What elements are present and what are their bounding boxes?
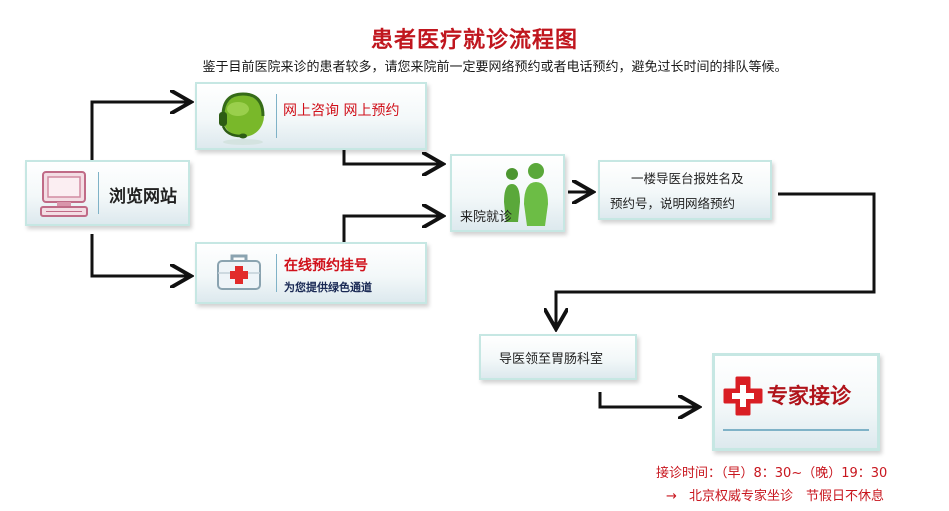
headset-icon [219,92,265,145]
computer-icon [40,171,88,217]
node-online-consult: 网上咨询 网上预约 [195,82,427,150]
expert-note: 北京权威专家坐诊 节假日不休息 [689,489,885,504]
arrow-guide-to-expert [598,392,696,407]
reception-hours: 接诊时间：（早）8：30~（晚）19：30 [656,466,888,481]
footer-note-row: → 北京权威专家坐诊 节假日不休息 [666,485,884,504]
arrow-icon: → [666,489,677,504]
arrow-browse-to-online [90,102,188,160]
visit-label: 来院就诊 [460,210,513,225]
node-expert: 专家接诊 [712,353,880,451]
online-consult-label: 网上咨询 网上预约 [283,103,400,119]
node-front-desk: 一楼导医台报姓名及 预约号，说明网络预约 [598,160,772,220]
node-browse-website: 浏览网站 [25,160,190,226]
arrow-online-to-visit [342,150,440,164]
browse-label: 浏览网站 [109,187,177,207]
front-desk-line2: 预约号，说明网络预约 [610,196,736,211]
guide-label: 导医领至胃肠科室 [499,352,604,367]
node-online-register: 在线预约挂号 为您提供绿色通道 [195,242,427,304]
front-desk-line1: 一楼导医台报姓名及 [631,171,744,186]
expert-underline [723,429,869,431]
arrow-frontdesk-to-guide [556,192,876,326]
page-subtitle: 鉴于目前医院来诊的患者较多，请您来院前一定要网络预约或者电话预约，避免过长时间的… [202,60,788,75]
expert-label: 专家接诊 [767,384,851,408]
arrow-register-to-visit [342,216,440,242]
page-title: 患者医疗就诊流程图 [370,28,578,53]
first-aid-kit-icon [217,254,261,290]
register-label: 在线预约挂号 [284,258,368,274]
register-sublabel: 为您提供绿色通道 [284,281,372,294]
node-visit-hospital: 来院就诊 [450,154,565,232]
red-cross-icon [723,376,763,416]
people-icon [504,163,548,226]
node-guide-to-dept: 导医领至胃肠科室 [479,334,637,380]
arrow-browse-to-register [90,234,188,276]
